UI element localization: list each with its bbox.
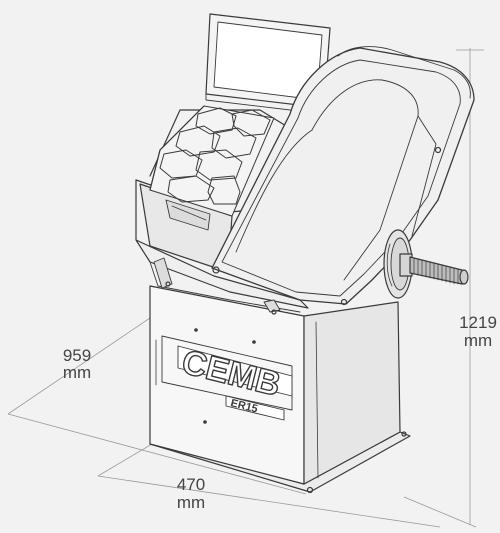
width-unit: mm <box>177 493 205 512</box>
height-value: 1219 <box>459 313 497 332</box>
height-unit: mm <box>464 331 492 350</box>
width-extension-left <box>97 475 441 528</box>
shaft-assembly <box>383 229 469 299</box>
depth-value: 959 <box>63 346 91 365</box>
monitor <box>205 13 331 115</box>
tray-cell <box>167 175 215 203</box>
depth-extension-front <box>7 413 307 495</box>
depth-unit: mm <box>63 363 91 382</box>
width-dimension-line <box>97 443 153 477</box>
tray-cell <box>207 175 241 205</box>
weight-tray <box>149 105 275 217</box>
dimension-lines <box>7 48 484 528</box>
tray-cell <box>231 109 271 137</box>
depth-dimension-line <box>7 317 151 415</box>
tray-cell <box>175 125 221 157</box>
tray-cell <box>195 107 237 135</box>
tray-cell <box>195 149 243 181</box>
machine-outline: CEMB ER15 <box>135 13 475 494</box>
width-value: 470 <box>177 475 205 494</box>
tray-cell <box>211 127 257 159</box>
cabinet <box>149 285 401 485</box>
height-extension-bottom <box>403 496 477 528</box>
